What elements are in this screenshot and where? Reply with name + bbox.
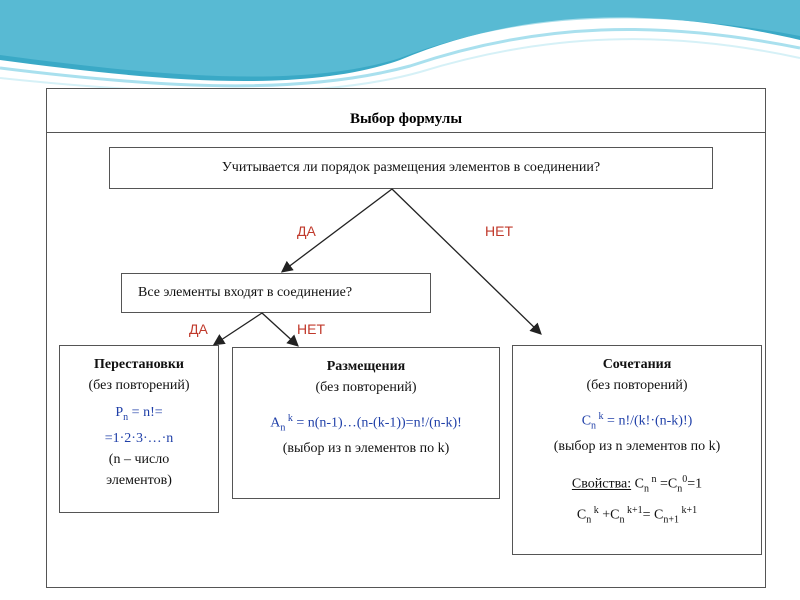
label-yes-2: ДА [189, 321, 208, 337]
arrow-yes-2 [215, 313, 262, 344]
label-yes-1: ДА [297, 223, 316, 239]
label-no-1: НЕТ [485, 223, 513, 239]
diagram-frame: Выбор формулы Учитывается ли порядок раз… [46, 88, 766, 588]
decorative-header-band [0, 0, 800, 95]
arrow-no-2 [262, 313, 297, 345]
flow-arrows [47, 89, 767, 589]
arrow-no-1 [392, 189, 540, 333]
label-no-2: НЕТ [297, 321, 325, 337]
